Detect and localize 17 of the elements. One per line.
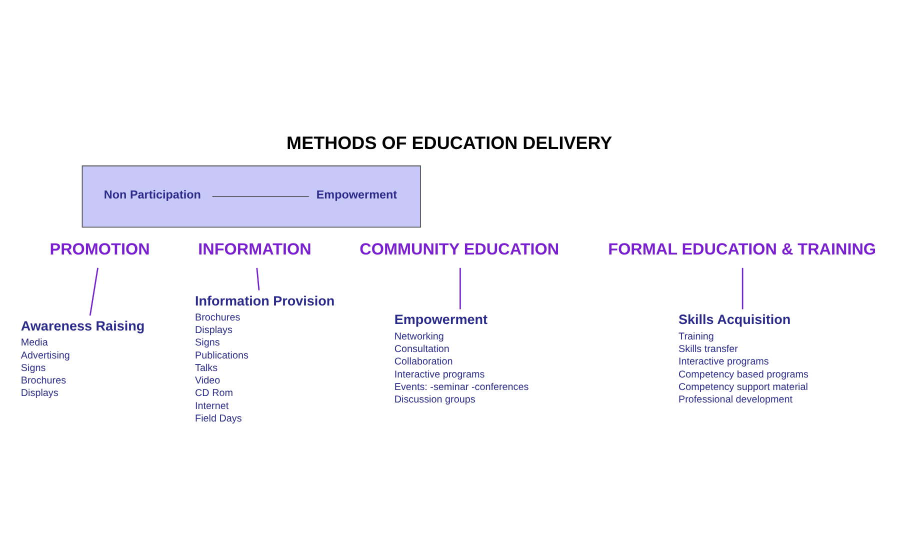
connector — [212, 196, 310, 197]
node-text: PROMOTION — [50, 240, 150, 259]
cluster — [82, 165, 421, 228]
node-text: Non Participation — [104, 188, 201, 202]
node-text: Skills Acquisition Training Skills transfer Interactive programs Competency based programs Competency support material Professional development — [678, 312, 808, 406]
node-text: FORMAL EDUCATION & TRAINING — [608, 240, 876, 259]
connector — [460, 268, 461, 310]
connector — [89, 268, 98, 316]
node-text: Information Provision Brochures Displays Signs Publications Talks Video CD Rom Internet Field Days — [195, 293, 335, 424]
node-text: Empowerment — [316, 188, 398, 202]
node-text: COMMUNITY EDUCATION — [360, 240, 560, 259]
connector — [742, 268, 744, 310]
node-text: Awareness Raising Media Advertising Signs Brochures Displays — [20, 318, 145, 400]
node-text: Empowerment Networking Consultation Collaboration Interactive programs Events: -seminar -conferences Discussion groups — [394, 312, 529, 406]
connector — [256, 268, 260, 290]
diagram-title: METHODS OF EDUCATION DELIVERY — [286, 132, 612, 153]
node-text: INFORMATION — [198, 240, 312, 259]
